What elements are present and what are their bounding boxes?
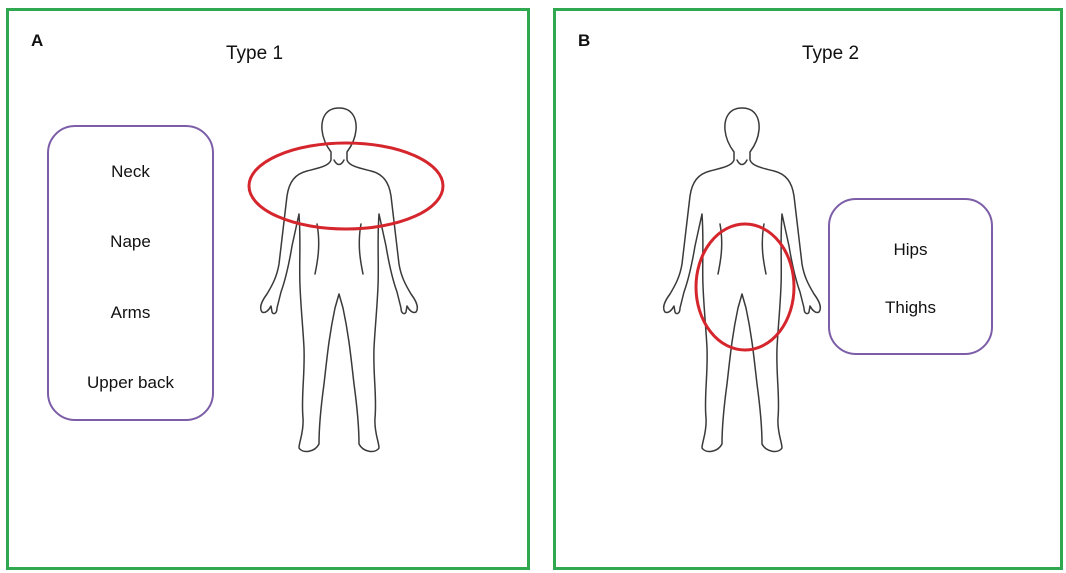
human-figure-b	[632, 96, 852, 466]
human-figure-a	[229, 96, 449, 466]
region-label-hips: Hips	[830, 240, 991, 260]
panel-letter-a: A	[31, 31, 43, 51]
panel-title-b: Type 2	[802, 43, 859, 65]
region-label-nape: Nape	[49, 232, 212, 252]
panel-a: A Type 1 Neck Nape Arms Upper back	[6, 8, 530, 570]
region-label-arms: Arms	[49, 303, 212, 323]
region-list-b: Hips Thighs	[828, 198, 993, 355]
highlight-ring-upper	[249, 143, 443, 229]
human-body-outline-icon	[664, 108, 821, 451]
region-list-a: Neck Nape Arms Upper back	[47, 125, 214, 421]
region-label-upper-back: Upper back	[49, 373, 212, 393]
panel-b: B Type 2 Hips Thighs	[553, 8, 1063, 570]
highlight-ring-lower	[696, 224, 794, 350]
panel-title-a: Type 1	[226, 43, 283, 65]
human-body-outline-icon	[261, 108, 418, 451]
region-label-neck: Neck	[49, 162, 212, 182]
region-label-thighs: Thighs	[830, 298, 991, 318]
panel-letter-b: B	[578, 31, 590, 51]
